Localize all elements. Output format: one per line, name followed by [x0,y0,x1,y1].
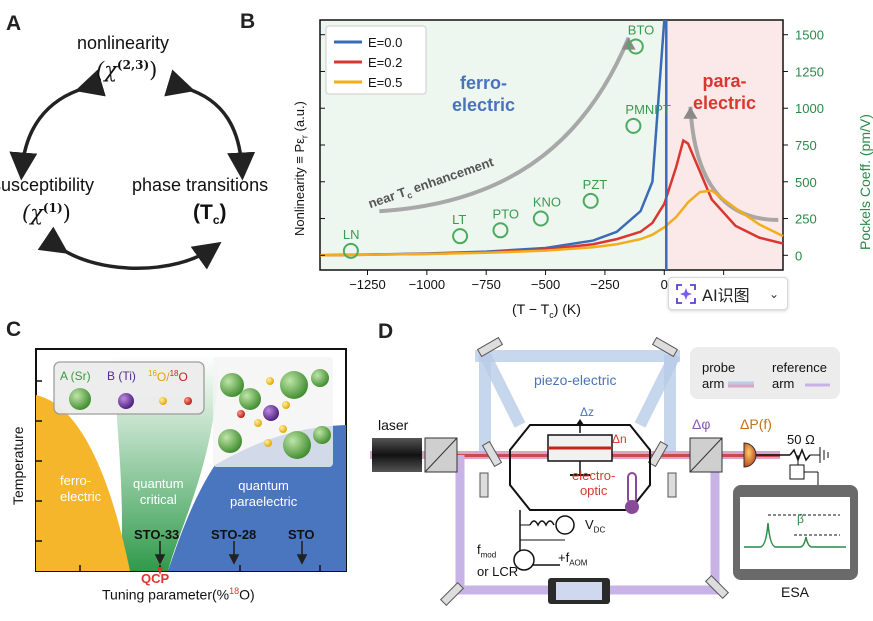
chi23-label: (χ(2,3)) [96,58,158,82]
c-qcp-label: QCP [141,571,170,586]
enhancement-arrowhead-right [683,106,698,119]
ai-recognize-label: AI识图 [702,285,750,305]
d-delta-n-label: Δn [612,432,627,446]
c-sto28-label: STO-28 [211,527,257,542]
material-label-lt: LT [452,212,466,227]
b-para-label: para-electric [693,71,757,113]
legend-label-2: E=0.2 [368,55,402,70]
panel-a-cycle-diagram [9,69,256,270]
d-laser-label: laser [378,417,409,433]
arrow-bottom [37,226,222,270]
enhancement-arrow-left [379,36,631,214]
c-legend-a: A (Sr) [60,369,91,383]
panel-a-letter: A [6,12,22,35]
c-xlabel: Tuning parameter(%18O) [102,586,255,603]
x-tick-label: −750 [472,277,501,292]
material-marker-bto [627,38,644,55]
b-xlabel: (T − Tc) (K) [512,301,581,320]
b-ylabel-left: Nonlinearity ≡ Pεr (a.u.) [292,101,310,236]
material-marker-kno [532,210,549,227]
x-tick-label: −500 [531,277,560,292]
y-tick-label-right: 0 [795,248,802,263]
c-region-ferroelectric [36,395,130,571]
legend-label-3: E=0.5 [368,75,402,90]
panel-d-letter: D [378,320,394,343]
y-tick-label-right: 250 [795,212,817,227]
material-marker-pmnpt [625,117,642,134]
c-sto33-label: STO-33 [134,527,180,542]
material-label-pto: PTO [492,206,519,221]
nonlinearity-label: nonlinearity [77,33,170,53]
d-resistor-label: 50 Ω [787,432,815,447]
c-legend-b: B (Ti) [107,369,136,383]
panel-d-setup-diagram [370,336,858,607]
material-label-pmnpt: PMNPT [625,102,671,117]
d-esa-label: ESA [781,584,810,600]
material-label-bto: BTO [628,22,655,37]
y-tick-label-right: 1500 [795,28,824,43]
susceptibility-label: susceptibility [0,175,95,195]
tc-label: (Tc) [193,201,227,228]
d-electro-optic-label: electro-optic [572,468,616,498]
d-fmod-label: fmod or LCR [477,542,519,579]
legend-label-1: E=0.0 [368,35,402,50]
material-label-ln: LN [343,227,360,242]
material-label-kno: KNO [533,195,561,210]
material-marker-pzt [582,192,599,209]
c-sto-label: STO [288,527,315,542]
x-tick-label: 0 [661,277,668,292]
material-marker-lt [452,228,469,245]
x-tick-label: −250 [590,277,619,292]
panel-b-chart: BTO PMNPT PZT KNO PTO LT LN −1250 −1000 −750 −500 −… [319,19,824,292]
d-piezo-label: piezo-electric [534,372,617,388]
d-delta-p-label: ΔP(f) [740,416,772,432]
d-beta-label: β [797,512,804,526]
b-ferro-label: ferro-electric [452,73,516,115]
arrow-top-right [164,69,256,181]
panel-c-letter: C [6,318,22,341]
panel-b-letter: B [240,10,256,33]
d-delta-z-label: Δz [580,405,595,419]
d-faom-label: +fAOM [558,550,588,568]
chi1-label: (χ(1)) [22,201,71,225]
x-tick-label: −1000 [409,277,446,292]
d-delta-phi-label: Δφ [692,416,711,432]
d-esa-faom-plus-label: fAOM+fmod [790,554,833,569]
d-esa-faom-label: fAOM [748,554,768,569]
ai-recognize-button[interactable]: AI识图 ⌄ [668,277,788,310]
material-marker-pto [492,222,509,239]
c-legend-o: 16O/18O [148,369,188,384]
series-line-3 [319,189,784,257]
x-tick-label: −1250 [349,277,386,292]
y-tick-label-right: 500 [795,175,817,190]
phase-transitions-label: phase transitions [132,175,269,195]
y-tick-label-right: 1000 [795,101,824,116]
y-tick-label-right: 1250 [795,64,824,79]
material-label-pzt: PZT [583,177,608,192]
para-region-bg [664,20,783,270]
sparkle-scan-icon [676,283,696,304]
c-ylabel: Temperature [10,426,26,505]
material-marker-ln [342,242,359,259]
d-vdc-label: VDC [585,517,606,535]
arrow-top-left [9,69,106,181]
y-tick-label-right: 750 [795,138,817,153]
c-region-ferro-label: ferro-electric [60,473,102,504]
b-ylabel-right: Pockels Coeff. (pm/V) [857,114,873,250]
chevron-down-icon[interactable]: ⌄ [768,286,779,301]
panel-c-phase-diagram [35,348,347,575]
